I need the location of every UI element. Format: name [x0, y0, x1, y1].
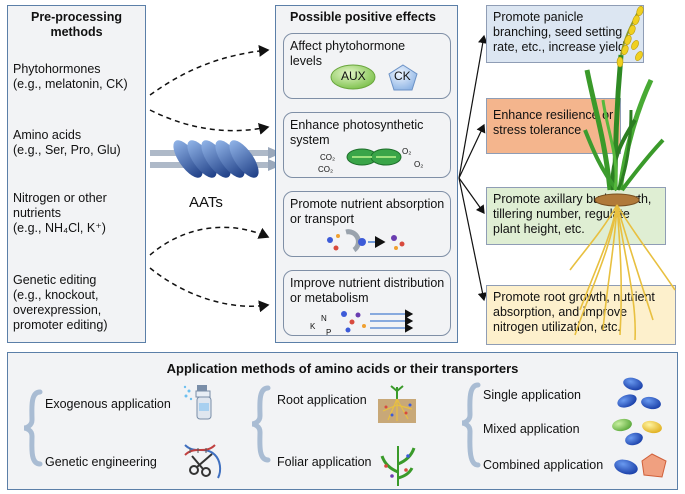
method-combined-application: Combined application	[483, 458, 604, 472]
item-example: (e.g., knockout, overexpression, promote…	[13, 288, 108, 332]
effect-box-absorption: Promote nutrient absorption or transport	[283, 191, 451, 257]
item-example: (e.g., NH₄Cl, K⁺)	[13, 221, 106, 235]
k-label: K	[310, 322, 316, 331]
item-label: Nitrogen or other nutrients	[13, 191, 107, 220]
preprocessing-item-nitrogen: Nitrogen or other nutrients (e.g., NH₄Cl…	[13, 191, 141, 236]
root-application-icon	[378, 385, 416, 423]
outcome-yield: Promote panicle branching, seed setting …	[486, 5, 644, 63]
item-example: (e.g., melatonin, CK)	[13, 77, 128, 91]
chloroplast-icon	[346, 148, 402, 166]
o2-label: O₂	[402, 147, 412, 156]
item-label: Genetic editing	[13, 273, 97, 287]
method-single-application: Single application	[483, 388, 581, 402]
method-mixed-application: Mixed application	[483, 422, 580, 436]
method-root-application: Root application	[277, 393, 367, 407]
effect-text: Affect phytohormone levels	[290, 39, 406, 68]
aats-label: AATs	[189, 194, 223, 211]
ck-label: CK	[394, 69, 411, 83]
co2-label: CO₂	[320, 153, 336, 162]
preprocessing-item-amino-acids: Amino acids (e.g., Ser, Pro, Glu)	[13, 128, 145, 158]
preprocessing-title: Pre-processing methods	[30, 10, 122, 39]
effects-title: Possible positive effects	[290, 10, 436, 24]
o2-label: O₂	[414, 160, 424, 169]
dna-scissors-icon	[184, 444, 222, 479]
spray-bottle-icon	[183, 385, 212, 420]
aux-ck-icon	[330, 64, 418, 91]
preprocessing-item-genetic-editing: Genetic editing (e.g., knockout, overexp…	[13, 273, 133, 333]
item-example: (e.g., Ser, Pro, Glu)	[13, 143, 121, 157]
method-genetic-engineering: Genetic engineering	[45, 455, 157, 469]
co2-label: CO₂	[318, 165, 334, 174]
mixed-application-icon	[612, 418, 662, 446]
effect-box-photosynthesis: Enhance photosynthetic system CO₂ CO₂ O₂…	[283, 112, 451, 178]
metabolism-icon	[341, 309, 414, 333]
aux-label: AUX	[341, 69, 366, 83]
single-application-icon	[617, 377, 661, 410]
item-label: Amino acids	[13, 128, 82, 142]
item-label: Phytohormones	[13, 62, 101, 76]
effect-box-distribution: Improve nutrient distribution or metabol…	[283, 270, 451, 337]
method-exogenous-application: Exogenous application	[45, 397, 171, 411]
preprocessing-panel	[7, 5, 146, 343]
transporter-icon	[150, 140, 282, 178]
n-label: N	[321, 314, 327, 323]
application-panel	[7, 352, 678, 490]
rice-plant-icon	[569, 5, 676, 341]
method-foliar-application: Foliar application	[277, 455, 372, 469]
foliar-application-icon	[380, 446, 416, 486]
preprocessing-item-phytohormones: Phytohormones (e.g., melatonin, CK)	[13, 62, 145, 92]
effect-text: Promote nutrient absorption or transport	[290, 197, 445, 226]
application-title: Application methods of amino acids or th…	[166, 361, 519, 376]
p-label: P	[326, 328, 332, 337]
effect-box-phytohormone: Affect phytohormone levels AUX CK	[283, 33, 451, 99]
combined-application-icon	[614, 453, 667, 478]
nutrient-uptake-icon	[327, 229, 405, 253]
effect-text: Enhance photosynthetic system	[290, 118, 424, 147]
effect-text: Improve nutrient distribution or metabol…	[290, 276, 445, 305]
